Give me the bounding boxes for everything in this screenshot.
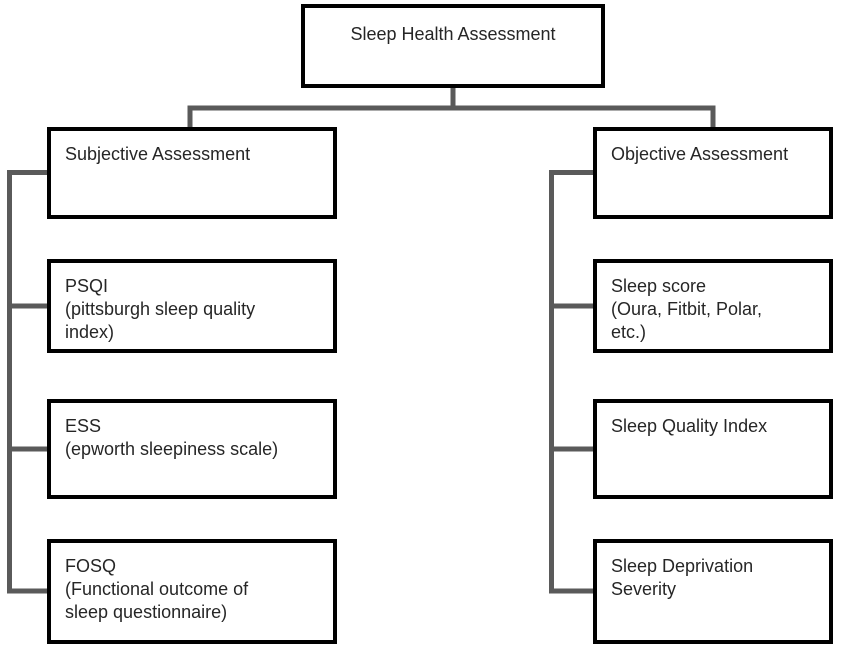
fosq-label: FOSQ (Functional outcome of sleep questi…: [65, 556, 249, 622]
psqi-node: PSQI (pittsburgh sleep quality index): [47, 259, 337, 353]
root-node-label: Sleep Health Assessment: [350, 24, 556, 44]
subjective-assessment-label: Subjective Assessment: [65, 144, 251, 164]
sleep-deprivation-severity-label: Sleep Deprivation Severity: [611, 556, 754, 599]
right-branch-connector: [549, 170, 593, 594]
sleep-score-label: Sleep score (Oura, Fitbit, Polar, etc.): [611, 276, 763, 342]
fosq-node: FOSQ (Functional outcome of sleep questi…: [47, 539, 337, 644]
ess-node: ESS (epworth sleepiness scale): [47, 399, 337, 499]
objective-assessment-label: Objective Assessment: [611, 144, 789, 164]
sleep-score-node: Sleep score (Oura, Fitbit, Polar, etc.): [593, 259, 833, 353]
subjective-assessment-node: Subjective Assessment: [47, 127, 337, 219]
ess-label: ESS (epworth sleepiness scale): [65, 416, 279, 459]
objective-assessment-node: Objective Assessment: [593, 127, 833, 219]
sleep-quality-index-label: Sleep Quality Index: [611, 416, 768, 436]
root-node: Sleep Health Assessment: [301, 4, 605, 88]
left-branch-connector: [7, 170, 47, 594]
sleep-deprivation-severity-node: Sleep Deprivation Severity: [593, 539, 833, 644]
psqi-label: PSQI (pittsburgh sleep quality index): [65, 276, 256, 342]
sleep-quality-index-node: Sleep Quality Index: [593, 399, 833, 499]
tree-connector: [187, 86, 716, 127]
